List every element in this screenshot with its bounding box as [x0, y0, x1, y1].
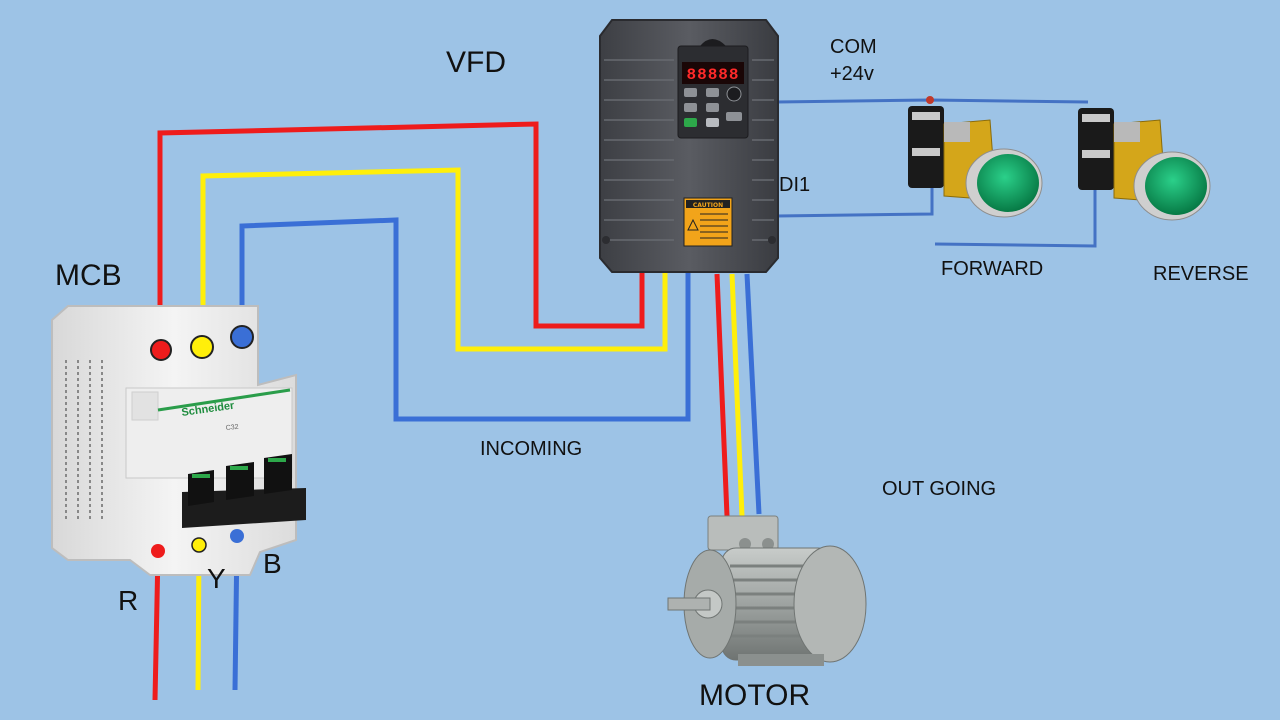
com-label: COM — [830, 36, 877, 58]
vfd-unit: 88888 CAUTION — [599, 19, 779, 273]
vfd-display-digits: 88888 — [686, 66, 739, 84]
outgoing-wires — [714, 273, 762, 517]
mcb-breaker: Schneider C32 — [51, 305, 306, 576]
incoming-label: INCOMING — [480, 438, 582, 460]
mcb-label: MCB — [55, 259, 122, 292]
mcb-rating-text: C32 — [225, 424, 239, 432]
mcb-terminal-yellow-top — [190, 335, 214, 359]
phase-y-label: Y — [207, 563, 226, 594]
outgoing-label: OUT GOING — [882, 478, 996, 500]
incoming-wires — [157, 121, 691, 422]
labels: VFD MCB MOTOR INCOMING OUT GOING COM +24… — [55, 36, 1249, 712]
reverse-push-button — [1078, 108, 1211, 221]
mcb-terminal-red-top — [150, 339, 172, 361]
red-outgoing-wire — [714, 273, 730, 517]
vfd-keys — [684, 86, 742, 127]
phase-r-label: R — [118, 585, 138, 616]
red-supply-wire — [152, 551, 161, 701]
mcb-toggles — [188, 454, 292, 506]
mcb-vertical-text — [65, 360, 103, 520]
di1-forward-wire — [776, 186, 934, 218]
forward-label: FORWARD — [941, 258, 1043, 280]
red-incoming-wire — [157, 121, 645, 350]
blue-outgoing-wire — [744, 273, 762, 515]
di1-label: DI1 — [779, 174, 810, 196]
vfd-label: VFD — [446, 46, 506, 79]
plus24v-label: +24v — [830, 63, 874, 85]
blue-incoming-wire — [239, 217, 691, 422]
com-junction-dot — [926, 96, 934, 104]
forward-reverse-link — [934, 190, 1097, 248]
caution-text: CAUTION — [693, 202, 723, 209]
mcb-terminal-red-bottom — [151, 544, 165, 558]
mcb-terminal-blue-bottom — [230, 529, 244, 543]
mcb-terminal-yellow-bottom — [191, 537, 207, 553]
vfd-display — [682, 62, 744, 84]
motor-label: MOTOR — [699, 679, 810, 712]
mcb-terminal-blue-top — [230, 325, 254, 349]
yellow-incoming-wire — [200, 167, 668, 352]
motor — [667, 515, 867, 666]
reverse-label: REVERSE — [1153, 263, 1249, 285]
phase-b-label: B — [263, 548, 282, 579]
yellow-outgoing-wire — [729, 273, 745, 517]
forward-push-button — [908, 106, 1043, 218]
